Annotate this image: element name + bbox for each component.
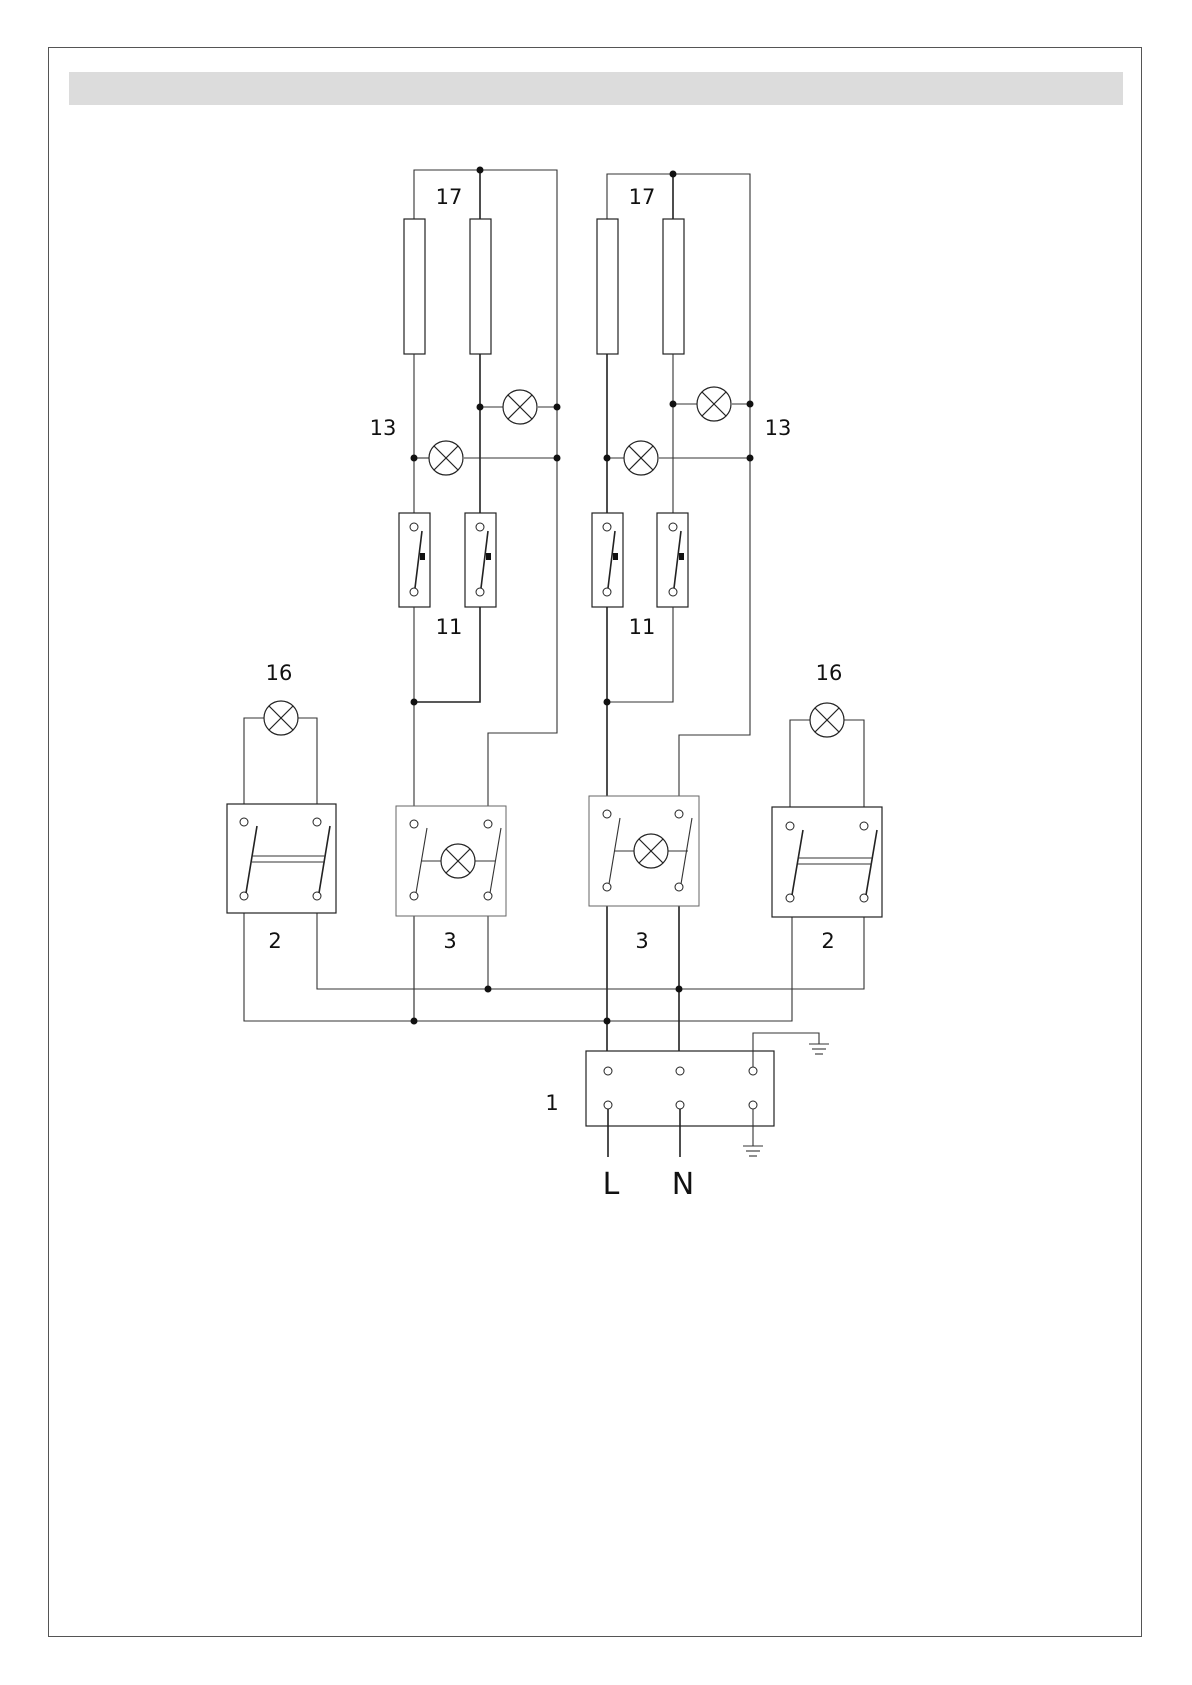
indicator-lamp-icon [624, 441, 658, 475]
terminal-block [586, 1033, 819, 1157]
label-pilot-lamp-left: 16 [266, 661, 293, 685]
label-thermostat-left: 11 [436, 615, 463, 639]
heating-element [663, 219, 684, 354]
pilot-lamp-icon [264, 701, 298, 735]
label-heating-element-right: 17 [629, 185, 656, 209]
heating-element [597, 219, 618, 354]
pilot-lamp-icon [810, 703, 844, 737]
right-heater-group [592, 174, 750, 1057]
label-thermostat-right: 11 [629, 615, 656, 639]
ground-icon [743, 1146, 763, 1156]
switch-outer-left [227, 804, 336, 913]
indicator-lamp-icon [429, 441, 463, 475]
ground-icon [809, 1044, 829, 1054]
label-switch-inner-right: 3 [635, 929, 648, 953]
switch-inner-left [396, 806, 506, 916]
heating-element [470, 219, 491, 354]
label-line: L [603, 1167, 620, 1202]
heating-element [404, 219, 425, 354]
label-switch-inner-left: 3 [443, 929, 456, 953]
label-lamp-left: 13 [370, 416, 397, 440]
label-heating-element-left: 17 [436, 185, 463, 209]
indicator-lamp-icon [697, 387, 731, 421]
switch-inner-right [589, 796, 699, 906]
label-neutral: N [672, 1167, 694, 1202]
label-terminal-block: 1 [545, 1091, 558, 1115]
indicator-lamp-icon [503, 390, 537, 424]
label-pilot-lamp-right: 16 [816, 661, 843, 685]
label-switch-outer-right: 2 [821, 929, 834, 953]
switch-outer-right [772, 807, 882, 917]
label-lamp-right: 13 [765, 416, 792, 440]
label-switch-outer-left: 2 [268, 929, 281, 953]
